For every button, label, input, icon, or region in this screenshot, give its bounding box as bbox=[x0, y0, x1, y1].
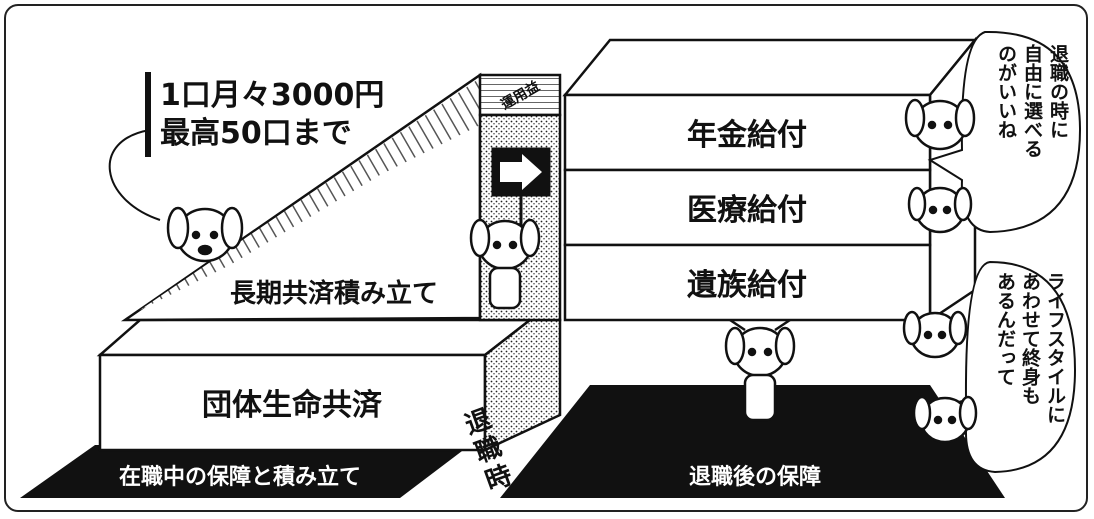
arrow-icon bbox=[500, 154, 542, 190]
investment-gain-column bbox=[478, 73, 562, 117]
after-retirement-label: 退職後の保障 bbox=[689, 464, 821, 490]
floor-after-retirement bbox=[500, 385, 1005, 498]
benefit-top bbox=[562, 38, 978, 97]
contribution-bar bbox=[145, 72, 151, 157]
speech-lifestyle-col2: あわせて終身も bbox=[1019, 272, 1041, 405]
dog-medical-icon bbox=[907, 186, 973, 234]
speech-lifestyle-col1: ライフスタイルに bbox=[1044, 272, 1066, 424]
dog-lifestyle-icon bbox=[902, 310, 978, 444]
contribution-line2: 最高50口まで bbox=[160, 116, 352, 151]
dog-lifter-icon bbox=[724, 318, 796, 422]
group-insurance-side bbox=[483, 318, 562, 452]
long-term-savings-label: 長期共済積み立て bbox=[230, 278, 438, 309]
survivor-label: 遺族給付 bbox=[687, 268, 807, 303]
speech-choose-col3: のがいいね bbox=[995, 44, 1017, 139]
survivor-block bbox=[563, 243, 932, 322]
group-insurance-label: 団体生命共済 bbox=[202, 388, 383, 423]
pension-label: 年金給付 bbox=[687, 118, 807, 153]
speech-choose-col1: 退職の時に bbox=[1047, 44, 1069, 139]
group-insurance-top bbox=[96, 318, 534, 357]
contribution-line1: 1口月々3000円 bbox=[160, 78, 384, 113]
floor-in-service bbox=[20, 445, 470, 498]
dog-pension-icon bbox=[904, 98, 976, 151]
speech-choose-col2: 自由に選べる bbox=[1021, 43, 1043, 158]
contribution-pointer bbox=[108, 129, 161, 221]
dog-mascot-icon bbox=[166, 206, 244, 263]
dog-sign-holder-icon bbox=[469, 218, 541, 310]
in-service-label: 在職中の保障と積み立て bbox=[119, 464, 361, 490]
medical-label: 医療給付 bbox=[687, 193, 807, 228]
speech-lifestyle-col3: あるんだって bbox=[994, 272, 1016, 386]
